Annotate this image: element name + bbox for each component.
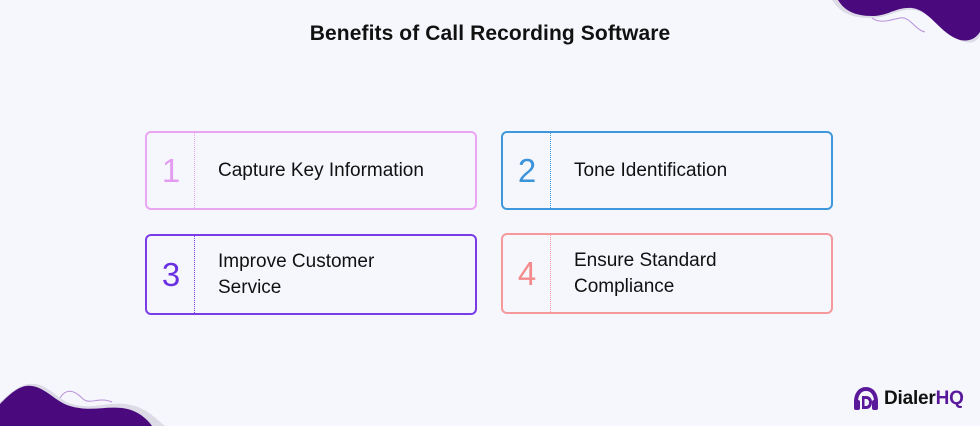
brand-name: DialerHQ <box>884 388 964 410</box>
benefit-number: 1 <box>161 151 181 189</box>
dotted-divider <box>194 133 195 208</box>
benefit-card-3: 3 Improve Customer Service <box>145 234 477 315</box>
benefit-label: Ensure Standard Compliance <box>574 249 717 297</box>
headset-d-icon <box>854 386 878 410</box>
decorative-wave-bottom-left <box>0 383 165 426</box>
benefit-number: 2 <box>517 151 537 189</box>
dialerhq-logo: DialerHQ <box>853 386 964 412</box>
benefit-label: Improve Customer Service <box>218 250 375 298</box>
benefit-card-1: 1 Capture Key Information <box>145 131 477 210</box>
dotted-divider <box>550 235 551 312</box>
page-title: Benefits of Call Recording Software <box>309 22 671 45</box>
benefit-card-2: 2 Tone Identification <box>501 131 833 210</box>
dotted-divider <box>194 236 195 313</box>
benefit-number: 3 <box>161 255 181 293</box>
brand-name-part2: HQ <box>935 388 964 409</box>
dotted-divider <box>550 133 551 208</box>
decorative-wave-top-right <box>832 0 980 43</box>
brand-name-part1: Dialer <box>884 388 936 409</box>
benefit-label: Tone Identification <box>574 159 728 181</box>
benefit-card-4: 4 Ensure Standard Compliance <box>501 233 833 314</box>
benefit-label: Capture Key Information <box>218 159 424 181</box>
benefit-number: 4 <box>517 254 537 292</box>
